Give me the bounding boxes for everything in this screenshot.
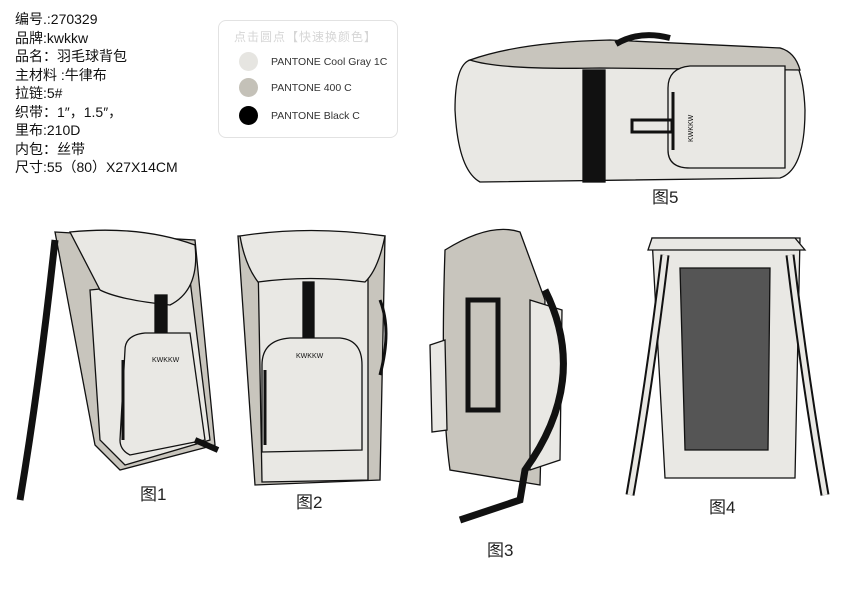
figure-3-side-view — [429, 228, 567, 524]
color-dot[interactable] — [239, 78, 258, 97]
spec-code: 编号.:270329 — [15, 11, 98, 27]
svg-text:KWKKW: KWKKW — [688, 114, 695, 142]
spec-size: 尺寸:55（80）X27X14CM — [15, 159, 178, 175]
palette-hint: 点击圆点【快速换颜色】 — [234, 30, 378, 44]
figure-2-label: 图2 — [296, 493, 323, 512]
figure-3-label: 图3 — [487, 541, 514, 560]
spec-list: 编号.:270329 品牌:kwkkw 品名：羽毛球背包 主材料 :牛律布 拉链… — [15, 10, 178, 177]
swatch-cool-gray[interactable]: PANTONE Cool Gray 1C — [239, 52, 387, 71]
spec-brand: 品牌:kwkkw — [15, 29, 89, 46]
figure-1-label: 图1 — [140, 485, 167, 504]
svg-text:KWKKW: KWKKW — [296, 353, 324, 360]
figure-2-front-view: KWKKW — [237, 229, 388, 486]
figure-4-back-view — [625, 237, 830, 496]
svg-text:KWKKW: KWKKW — [152, 357, 180, 364]
figure-4-label: 图4 — [709, 498, 736, 517]
color-dot[interactable] — [239, 52, 258, 71]
spec-zipper: 拉链:5# — [15, 85, 63, 101]
spec-material: 主材料 :牛律布 — [15, 66, 107, 83]
color-dot[interactable] — [239, 106, 258, 125]
figure-5-label: 图5 — [652, 188, 679, 207]
swatch-400c[interactable]: PANTONE 400 C — [239, 78, 352, 97]
color-palette-panel: 点击圆点【快速换颜色】 PANTONE Cool Gray 1C PANTONE… — [218, 20, 398, 138]
spec-lining: 里布:210D — [15, 122, 81, 138]
figure-5-top-view: KWKKW — [454, 32, 806, 183]
figure-1-front-angle-view: KWKKW — [16, 229, 220, 501]
spec-name: 品名：羽毛球背包 — [15, 48, 127, 64]
swatch-black[interactable]: PANTONE Black C — [239, 106, 360, 125]
spec-inner: 内包：丝带 — [15, 140, 85, 157]
spec-webbing: 织带：1″，1.5″， — [15, 103, 123, 120]
